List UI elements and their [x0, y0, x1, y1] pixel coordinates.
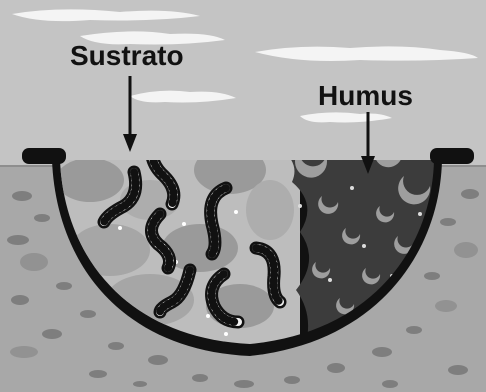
pebble [406, 326, 422, 334]
clump [246, 180, 294, 240]
pebble [284, 376, 300, 384]
pebble [148, 355, 168, 365]
sparkle-icon [234, 210, 238, 214]
pebble [372, 347, 392, 357]
humus-label: Humus [318, 80, 413, 112]
pebble [89, 370, 107, 378]
pebble [42, 329, 62, 339]
pebble [20, 253, 48, 271]
pebble [7, 235, 29, 245]
pebble [108, 342, 124, 350]
sparkle-icon [298, 204, 302, 208]
pebble [382, 380, 398, 388]
sparkle-icon [350, 186, 354, 190]
pebble [440, 218, 456, 226]
sparkle-icon [328, 278, 332, 282]
sparkle-icon [206, 314, 210, 318]
sparkle-icon [118, 226, 122, 230]
pebble [435, 300, 457, 312]
bowl-rim-left [22, 148, 66, 164]
bowl-rim-right [430, 148, 474, 164]
clump [56, 158, 124, 202]
sparkle-icon [418, 212, 422, 216]
sparkle-icon [362, 244, 366, 248]
pebble [56, 282, 72, 290]
pebble [448, 365, 468, 375]
pebble [461, 189, 479, 199]
substrate-label: Sustrato [70, 40, 184, 72]
pebble [234, 380, 254, 388]
pebble [327, 363, 345, 373]
pebble [192, 374, 208, 382]
pebble [10, 346, 38, 358]
sparkle-icon [182, 222, 186, 226]
pebble [133, 381, 147, 387]
sparkle-icon [224, 332, 228, 336]
pebble [11, 295, 29, 305]
pebble [454, 242, 478, 258]
pebble [80, 310, 96, 318]
sky [0, 0, 486, 170]
pebble [34, 214, 50, 222]
pebble [12, 191, 32, 201]
pebble [424, 272, 440, 280]
